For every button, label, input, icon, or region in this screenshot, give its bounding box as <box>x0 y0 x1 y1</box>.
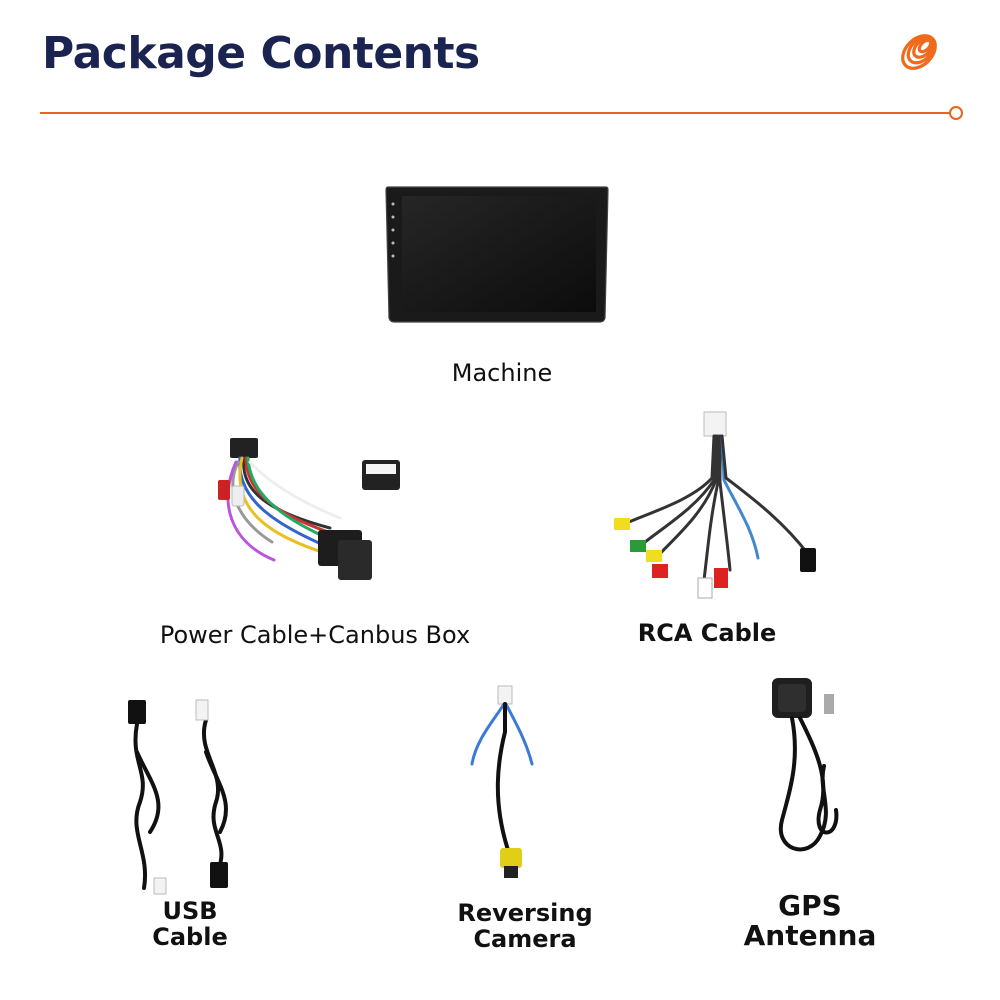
item-label-power-cable: Power Cable+Canbus Box <box>159 621 471 649</box>
orange-coil-logo-icon <box>901 34 937 70</box>
item-label-usb-line2: Cable <box>152 923 228 951</box>
header-divider <box>40 112 953 114</box>
reversing-camera-cable-icon <box>470 685 534 878</box>
gps-antenna-icon <box>772 678 839 852</box>
item-label-usb-line1: USB <box>162 897 218 925</box>
header-divider-end-dot <box>949 106 963 120</box>
head-unit-screen-icon <box>385 186 609 323</box>
page-title: Package Contents <box>42 28 480 79</box>
wiring-harness-with-canbus-box-icon <box>218 438 400 580</box>
item-label-gps-line1: GPS <box>778 889 842 922</box>
item-label-rca-cable: RCA Cable <box>637 619 777 647</box>
item-label-gps-line2: Antenna <box>743 919 877 952</box>
rca-cable-bundle-icon <box>614 411 816 599</box>
item-label-machine: Machine <box>451 359 553 387</box>
item-label-camera-line1: Reversing <box>457 899 593 927</box>
usb-cables-icon <box>128 699 228 895</box>
item-label-camera-line2: Camera <box>473 925 577 953</box>
